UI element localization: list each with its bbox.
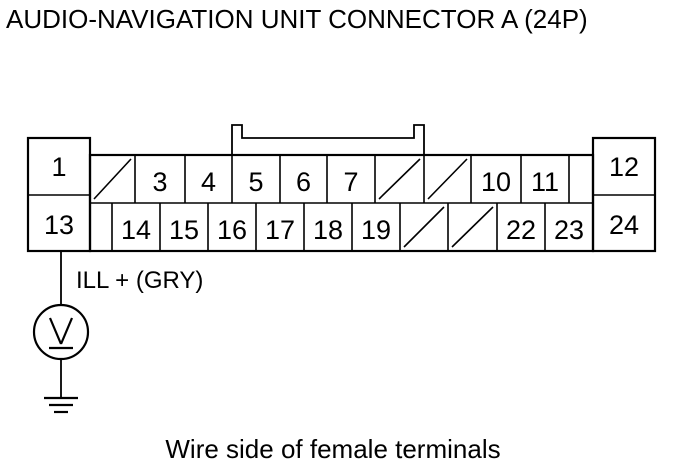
terminal-label: 16 [217, 215, 247, 245]
terminal-label: 6 [296, 167, 311, 197]
terminal-label: 17 [265, 215, 295, 245]
terminal-label: 5 [248, 167, 263, 197]
top-row: 3 4 5 6 7 10 11 [93, 155, 570, 203]
connector-lock-tab [231, 124, 425, 155]
terminal-label: 19 [361, 215, 391, 245]
connector-a: 1 13 12 24 3 4 5 6 7 10 11 14 15 16 17 18 19 22 23 [26, 124, 657, 253]
terminal-label: 10 [481, 167, 511, 197]
terminal-label: 15 [169, 215, 199, 245]
bottom-row: 14 15 16 17 18 19 22 23 [111, 203, 584, 251]
ground-icon [44, 396, 78, 414]
terminal-label: 23 [554, 215, 584, 245]
diagram-caption: Wire side of female terminals [165, 434, 500, 464]
diagram-title: AUDIO-NAVIGATION UNIT CONNECTOR A (24P) [6, 4, 588, 34]
unused-terminal-slash [427, 158, 468, 200]
terminal-label: 14 [121, 215, 151, 245]
terminal-label: 22 [506, 215, 536, 245]
terminal-label: 4 [201, 167, 216, 197]
unused-terminal-slash [403, 206, 445, 248]
terminal-label: 13 [44, 210, 74, 240]
terminal-label: 24 [609, 210, 639, 240]
terminal-label: 3 [152, 167, 167, 197]
unused-terminal-slash [93, 158, 132, 200]
wire-label: ILL + (GRY) [76, 267, 203, 294]
unused-terminal-slash [451, 206, 494, 248]
terminal-label: 18 [313, 215, 343, 245]
voltmeter-icon [32, 303, 90, 361]
terminal-label: 12 [609, 152, 639, 182]
unused-terminal-slash [378, 158, 421, 200]
terminal-label: 7 [343, 167, 358, 197]
terminal-label: 11 [531, 167, 559, 197]
terminal-label: 1 [51, 152, 66, 182]
voltmeter-probe: ILL + (GRY) [32, 251, 203, 414]
